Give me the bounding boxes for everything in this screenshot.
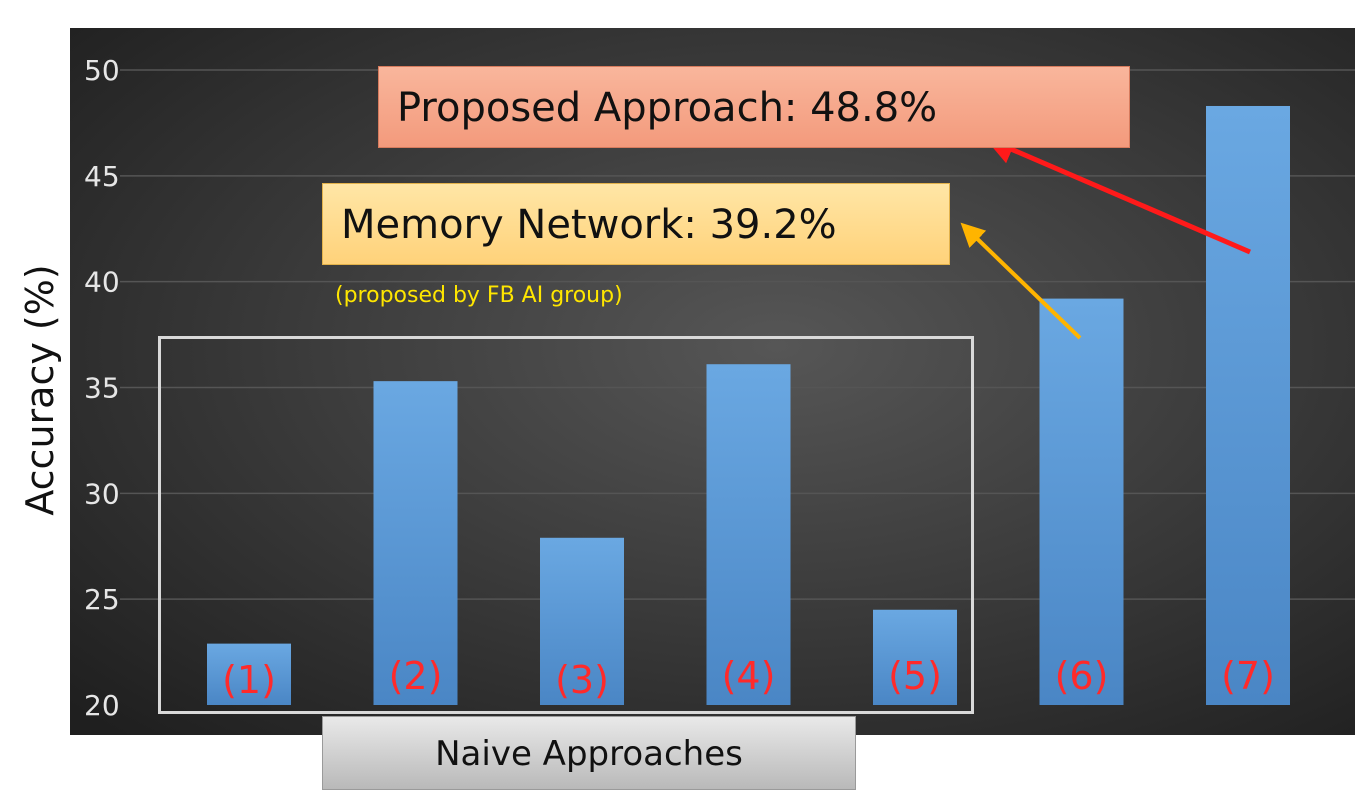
category-label: (2) — [389, 654, 443, 698]
memory-network-text: Memory Network: 39.2% — [341, 202, 837, 248]
bar — [373, 381, 458, 705]
category-label: (3) — [555, 658, 609, 702]
category-label: (6) — [1055, 654, 1109, 698]
bar — [706, 364, 791, 705]
naive-approaches-frame — [158, 336, 974, 714]
y-tick-label: 20 — [84, 689, 120, 722]
y-tick-label: 25 — [84, 583, 120, 616]
y-tick-label: 50 — [84, 54, 120, 87]
memory-network-note: (proposed by FB AI group) — [335, 283, 623, 308]
bar — [540, 537, 624, 705]
y-tick-label: 45 — [84, 160, 120, 193]
bar — [1206, 105, 1290, 705]
category-label: (4) — [722, 654, 776, 698]
naive-approaches-text: Naive Approaches — [435, 734, 743, 774]
y-tick-label: 35 — [84, 372, 120, 405]
category-label: (1) — [222, 658, 276, 702]
memory-network-arrow — [960, 222, 1082, 340]
y-tick-label: 40 — [84, 266, 120, 299]
naive-approaches-label: Naive Approaches — [322, 716, 856, 790]
bar — [1039, 298, 1124, 705]
y-tick-label: 30 — [84, 477, 120, 510]
category-label: (7) — [1221, 654, 1275, 698]
bar — [207, 643, 291, 705]
category-label: (5) — [888, 654, 942, 698]
y-axis-label: Accuracy (%) — [18, 264, 62, 516]
proposed-arrow — [984, 135, 1251, 255]
proposed-approach-text: Proposed Approach: 48.8% — [397, 85, 938, 131]
memory-network-callout: Memory Network: 39.2% — [322, 183, 950, 265]
proposed-approach-callout: Proposed Approach: 48.8% — [378, 66, 1130, 148]
bar — [873, 609, 957, 705]
